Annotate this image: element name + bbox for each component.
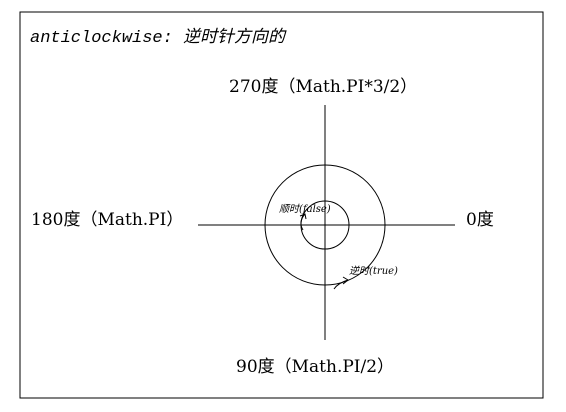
label-0-degrees: 0度 — [466, 210, 494, 230]
anticlockwise-arrow — [333, 279, 349, 290]
clockwise-arrow — [300, 213, 306, 231]
diagram-title: anticlockwise: 逆时针方向的 — [30, 27, 287, 48]
label-180-degrees: 180度（Math.PI） — [31, 210, 183, 230]
label-270-degrees: 270度（Math.PI*3/2） — [229, 77, 417, 97]
diagram-border — [19, 11, 544, 399]
label-90-degrees: 90度（Math.PI/2） — [236, 357, 394, 377]
outer-circle — [264, 164, 386, 286]
label-anticlockwise: 逆时(true) — [349, 265, 398, 277]
label-clockwise: 顺时(false) — [279, 203, 331, 215]
clockwise-arrowhead — [299, 213, 307, 220]
anticlockwise-arrowhead — [342, 276, 349, 285]
